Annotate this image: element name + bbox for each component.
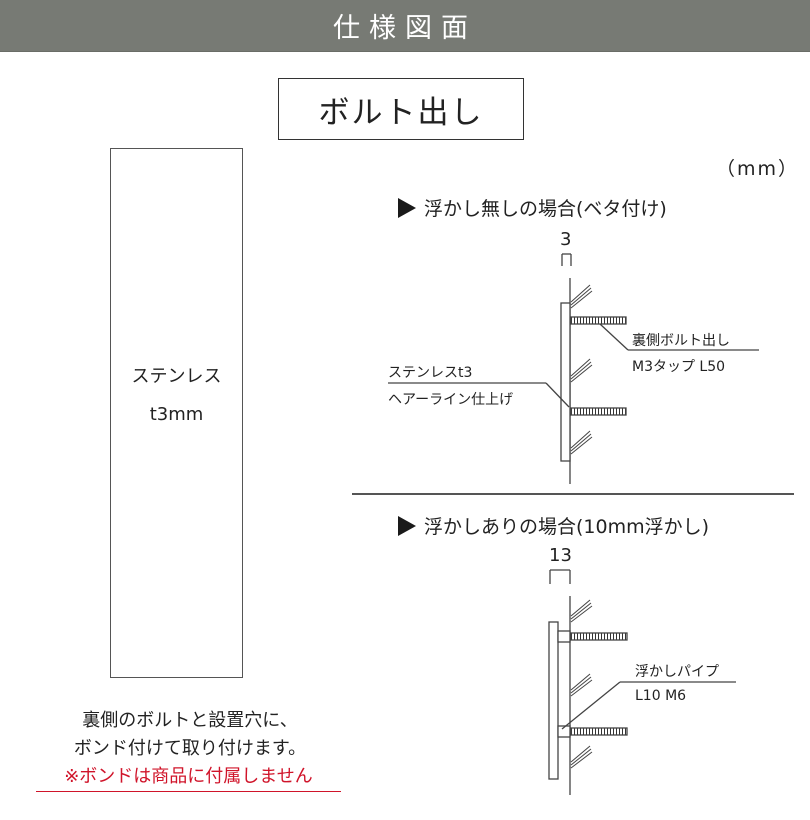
note-line1: 裏側のボルトと設置穴に、 [0,706,380,732]
bolt-label-line2: M3タップ L50 [632,356,725,376]
warning-note: ※ボンドは商品に付属しません [36,762,341,792]
plate-label-line2: ヘアーライン仕上げ [388,389,513,409]
bolt-label-line1: 裏側ボルト出し [632,330,730,350]
dimension-flush: 3 [560,229,571,250]
pipe-label-line2: L10 M6 [635,688,686,704]
note-line2: ボンド付けて取り付けます。 [0,734,380,760]
plate-label-line1: ステンレスt3 [388,362,472,382]
dimension-offset: 13 [549,545,572,566]
pipe-label-line1: 浮かしパイプ [635,661,719,681]
